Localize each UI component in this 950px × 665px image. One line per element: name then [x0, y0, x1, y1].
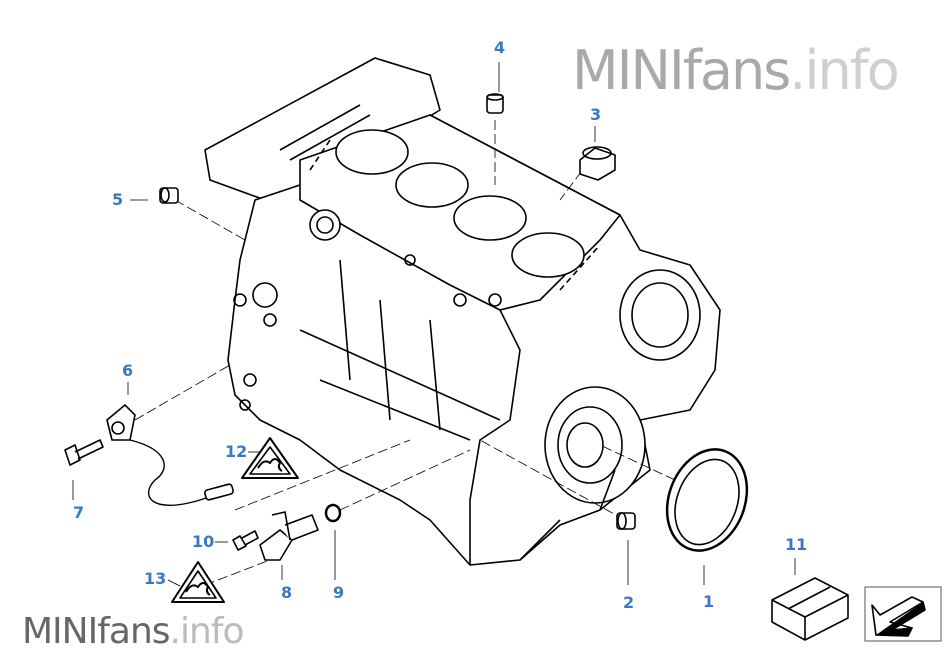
callout-9[interactable]: 9 — [333, 583, 345, 602]
watermark-bottom: MINIfans.info — [22, 614, 244, 650]
part-5-dowel-sleeve[interactable] — [159, 187, 179, 204]
part-13-warning-label[interactable] — [171, 561, 225, 603]
callout-ticks — [72, 62, 796, 587]
part-12-warning-label[interactable] — [241, 437, 299, 479]
part-4-dowel-sleeve[interactable] — [486, 93, 504, 114]
part-8-crankshaft-sensor[interactable] — [259, 511, 319, 561]
callout-2[interactable]: 2 — [623, 593, 635, 612]
watermark-top: MINIfans.info — [572, 44, 900, 98]
watermark-suffix: .info — [789, 39, 899, 102]
part-9-o-ring[interactable] — [324, 503, 342, 523]
callout-13[interactable]: 13 — [144, 569, 167, 588]
arrow-down-left-icon[interactable] — [864, 586, 942, 642]
callout-6[interactable]: 6 — [122, 361, 134, 380]
part-2-dowel-sleeve[interactable] — [616, 512, 636, 530]
callout-3[interactable]: 3 — [590, 105, 602, 124]
part-3-screw-plug[interactable] — [579, 146, 616, 181]
callout-11[interactable]: 11 — [785, 535, 808, 554]
callout-8[interactable]: 8 — [281, 583, 293, 602]
callout-1[interactable]: 1 — [703, 592, 715, 611]
watermark-main: MINIfans — [22, 611, 171, 652]
watermark-main: MINIfans — [572, 39, 791, 102]
part-1-seal-ring[interactable] — [654, 438, 761, 562]
callout-4[interactable]: 4 — [494, 38, 506, 57]
callout-5[interactable]: 5 — [112, 190, 124, 209]
part-10-bolt[interactable] — [232, 530, 259, 551]
engine-block[interactable] — [204, 57, 721, 566]
callout-7[interactable]: 7 — [73, 503, 85, 522]
part-6-knock-sensor[interactable] — [106, 404, 234, 506]
part-11-sealant-box[interactable] — [771, 577, 849, 641]
watermark-suffix: .info — [169, 611, 245, 652]
part-7-bolt[interactable] — [64, 439, 104, 466]
callout-12[interactable]: 12 — [225, 442, 248, 461]
callout-10[interactable]: 10 — [192, 532, 215, 551]
